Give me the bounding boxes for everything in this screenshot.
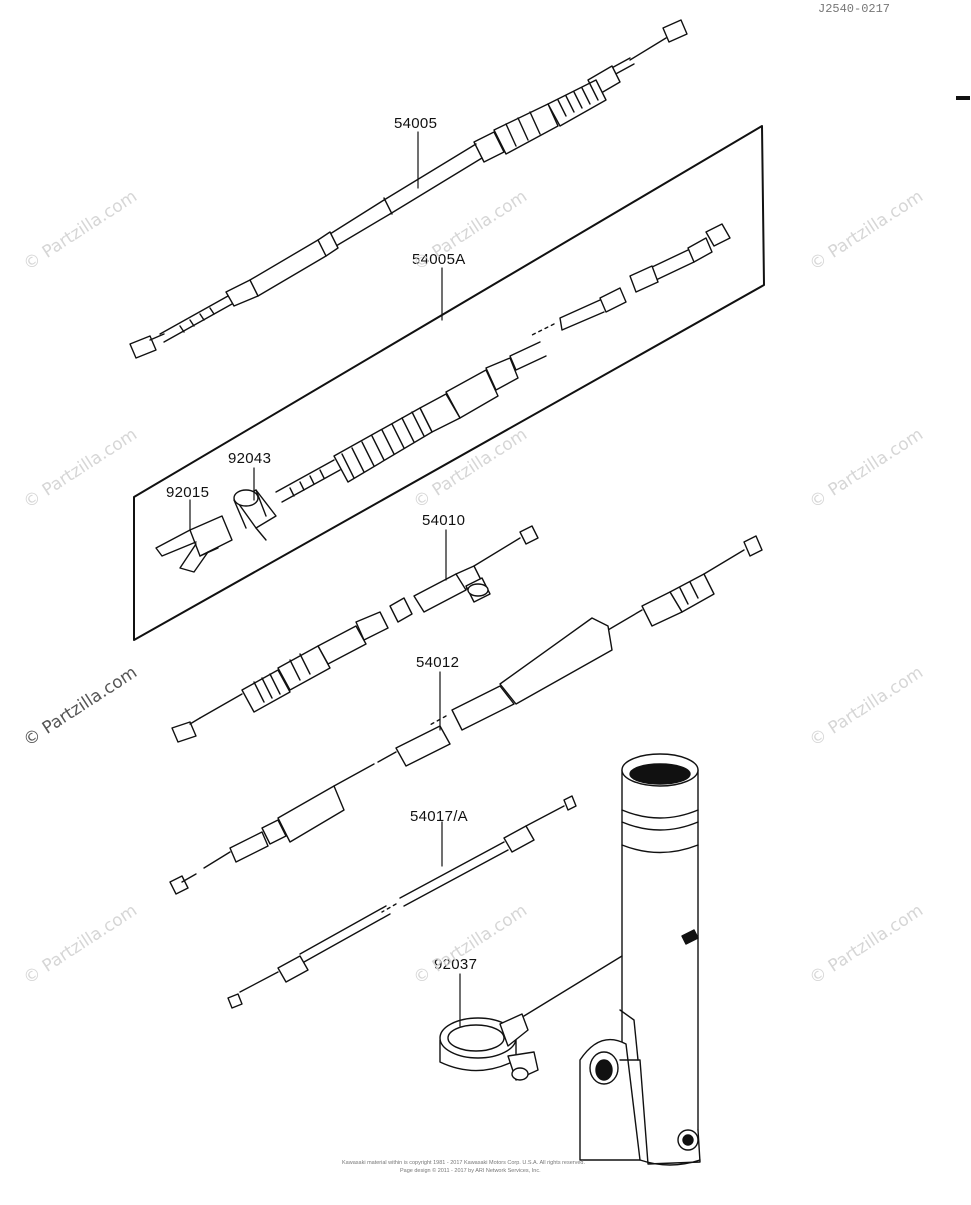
fork-tube — [579, 753, 701, 1166]
callout-54010: 54010 — [422, 512, 466, 529]
cable-54010 — [171, 525, 539, 743]
cable-54005 — [129, 19, 688, 359]
callout-54012: 54012 — [416, 654, 460, 671]
part-92043 — [233, 489, 277, 541]
cable-54017a — [227, 795, 577, 1009]
part-92037 — [439, 955, 623, 1081]
callout-54005: 54005 — [394, 115, 438, 132]
copyright-line-1: Kawasaki material within is copyright 19… — [342, 1160, 586, 1166]
copyright-line-2: Page design © 2011 - 2017 by ARI Network… — [400, 1168, 541, 1174]
diagram-ref-code: J2540-0217 — [818, 2, 891, 16]
callout-54005a: 54005A — [412, 251, 466, 268]
part-92015 — [155, 515, 233, 573]
callout-92043: 92043 — [228, 450, 272, 467]
cable-54005a — [275, 223, 731, 503]
leader-lines — [189, 131, 461, 1027]
edge-mark — [956, 96, 970, 100]
callout-92015: 92015 — [166, 484, 210, 501]
cable-54012 — [169, 535, 763, 895]
callout-92037: 92037 — [434, 956, 478, 973]
callout-54017a: 54017/A — [410, 808, 468, 825]
group-box-outline — [133, 125, 765, 641]
